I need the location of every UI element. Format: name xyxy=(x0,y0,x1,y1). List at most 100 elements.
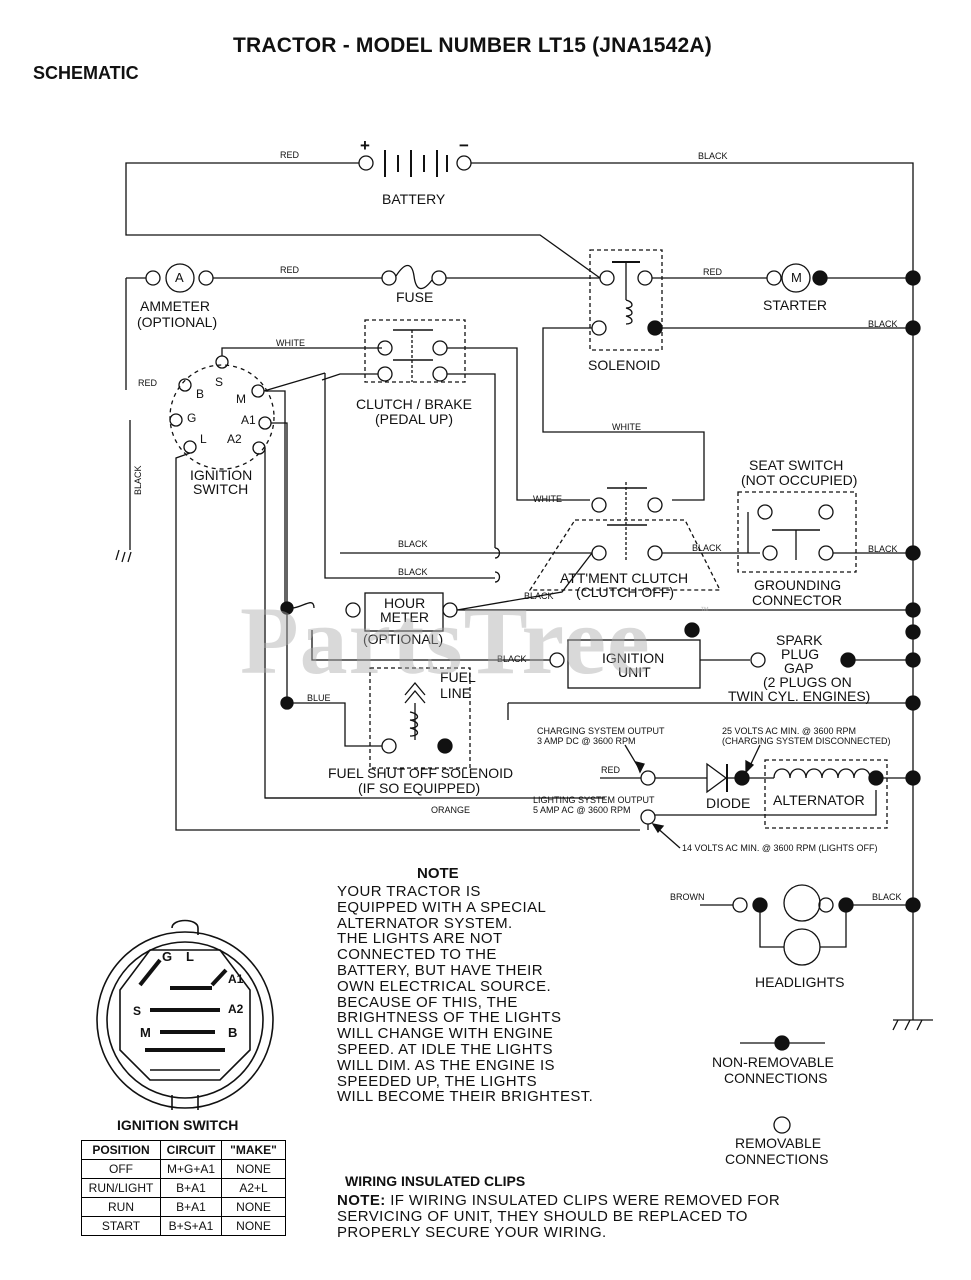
right-rail-junctions xyxy=(905,270,921,913)
non-removable-label: NON-REMOVABLE xyxy=(712,1054,834,1070)
face-letter-b: B xyxy=(228,1025,238,1040)
hour-meter-label-2: METER xyxy=(380,609,429,625)
face-letter-a2: A2 xyxy=(228,1002,244,1016)
note-line: BRIGHTNESS OF THE LIGHTS xyxy=(337,1009,562,1027)
note-line: THE LIGHTS ARE NOT xyxy=(337,930,503,948)
fuse-terminal-left xyxy=(381,270,397,286)
switch-terminal-g: G xyxy=(187,411,197,425)
clips-note-line-1: NOTE: IF WIRING INSULATED CLIPS WERE REM… xyxy=(337,1193,780,1209)
face-letter-m: M xyxy=(140,1025,151,1040)
ammeter-terminal-right xyxy=(198,270,214,286)
removable-label-2: CONNECTIONS xyxy=(725,1151,829,1167)
table-cell: B+A1 xyxy=(160,1197,222,1217)
switch-terminal-s: S xyxy=(215,375,224,389)
spark-plug-label-3: GAP xyxy=(784,660,814,676)
diode-symbol xyxy=(706,762,728,794)
watermark-trademark: ™ xyxy=(700,605,709,615)
ignition-unit-label-2: UNIT xyxy=(618,664,651,680)
ignition-switch-face xyxy=(96,919,274,1110)
ignition-unit-box xyxy=(567,639,701,689)
wire-label: RED xyxy=(138,378,158,388)
battery-symbol xyxy=(358,150,472,177)
table-cell: B+S+A1 xyxy=(160,1216,222,1236)
table-row: START B+S+A1 NONE xyxy=(81,1216,286,1236)
ignition-switch-label-2: SWITCH xyxy=(193,481,249,497)
battery-plus-label: + xyxy=(360,136,370,155)
spark-plug-label-2: PLUG xyxy=(781,646,820,662)
attachment-clutch-state-label: (CLUTCH OFF) xyxy=(576,584,674,600)
removable-symbol xyxy=(773,1116,791,1134)
switch-terminal-b: B xyxy=(196,387,205,401)
table-header-row: POSITION CIRCUIT "MAKE" xyxy=(81,1140,286,1160)
spark-plug-label-5: TWIN CYL. ENGINES) xyxy=(728,688,871,704)
switch-terminal-m: M xyxy=(236,392,246,406)
headlight-lower-symbol xyxy=(783,928,821,966)
table-header: "MAKE" xyxy=(221,1140,286,1160)
grounding-connector-label: GROUNDING xyxy=(754,577,842,593)
ammeter-terminal-left xyxy=(145,270,161,286)
table-row: RUN B+A1 NONE xyxy=(81,1197,286,1217)
switch-terminal-a1: A1 xyxy=(241,413,256,427)
wire-label: BLACK xyxy=(497,654,527,664)
non-removable-label-2: CONNECTIONS xyxy=(724,1070,828,1086)
switch-terminal-a2: A2 xyxy=(227,432,242,446)
table-cell: B+A1 xyxy=(160,1178,222,1198)
lighting-output-label: LIGHTING SYSTEM OUTPUT xyxy=(533,795,655,805)
table-cell: NONE xyxy=(221,1216,286,1236)
ignition-switch-table: POSITION CIRCUIT "MAKE" OFF M+G+A1 NONE … xyxy=(81,1140,286,1236)
table-header: POSITION xyxy=(81,1140,161,1160)
face-letter-g: G xyxy=(162,949,173,964)
wire-label: BLACK xyxy=(698,151,728,161)
wire-label: BLACK xyxy=(868,544,898,554)
ignition-table-caption: IGNITION SWITCH xyxy=(117,1117,239,1133)
attachment-clutch-box xyxy=(528,519,722,591)
ammeter-optional-label: (OPTIONAL) xyxy=(137,314,218,330)
note-line: EQUIPPED WITH A SPECIAL xyxy=(337,898,547,916)
wire-label: BLACK xyxy=(133,465,143,495)
face-letter-a1: A1 xyxy=(228,972,244,986)
fuel-solenoid-optional-label: (IF SO EQUIPPED) xyxy=(358,780,481,796)
face-letter-s: S xyxy=(133,1004,142,1018)
table-cell: NONE xyxy=(221,1159,286,1179)
volts25-label: 25 VOLTS AC MIN. @ 3600 RPM xyxy=(722,726,857,736)
wire-label: RED xyxy=(601,765,621,775)
fuel-solenoid-box xyxy=(369,667,471,769)
note-line: YOUR TRACTOR IS xyxy=(337,883,481,900)
seat-switch-label: SEAT SWITCH xyxy=(749,457,844,473)
alternator-label: ALTERNATOR xyxy=(773,792,865,808)
note-line: WILL CHANGE WITH ENGINE xyxy=(337,1025,554,1043)
volts14-label: 14 VOLTS AC MIN. @ 3600 RPM (LIGHTS OFF) xyxy=(682,843,878,853)
wire-label: BLACK xyxy=(872,892,902,902)
wire-label: WHITE xyxy=(533,494,562,504)
fuse-label: FUSE xyxy=(396,289,434,305)
battery-minus-label: − xyxy=(459,136,469,155)
alternator-coil xyxy=(773,768,871,779)
ammeter-label: AMMETER xyxy=(140,298,210,314)
ignition-switch-label: IGNITION xyxy=(190,467,253,483)
table-cell: A2+L xyxy=(221,1178,286,1198)
solenoid-coil xyxy=(625,299,633,325)
note-line: CONNECTED TO THE xyxy=(337,946,497,964)
seat-switch-box xyxy=(737,491,857,573)
ammeter-symbol-label: A xyxy=(175,270,184,285)
solenoid-box xyxy=(589,249,663,351)
ammeter-symbol xyxy=(165,263,195,293)
grounding-connector-label-2: CONNECTOR xyxy=(752,592,842,608)
note-line: WILL BECOME THEIR BRIGHTEST. xyxy=(337,1088,594,1106)
clutch-brake-state-label: (PEDAL UP) xyxy=(375,411,454,427)
charging-output-label: CHARGING SYSTEM OUTPUT xyxy=(537,726,665,736)
table-header: CIRCUIT xyxy=(160,1140,222,1160)
seat-switch-state-label: (NOT OCCUPIED) xyxy=(741,472,858,488)
fuel-line-symbol xyxy=(404,681,426,704)
attachment-clutch-label: ATT'MENT CLUTCH xyxy=(560,570,689,586)
clips-note-line-3: PROPERLY SECURE YOUR WIRING. xyxy=(337,1224,607,1241)
face-letter-l: L xyxy=(186,949,194,964)
fuel-line-label: FUEL xyxy=(440,669,476,685)
starter-symbol-label: M xyxy=(791,270,802,285)
wire-label: RED xyxy=(703,267,723,277)
starter-label: STARTER xyxy=(763,297,828,313)
table-row: RUN/LIGHT B+A1 A2+L xyxy=(81,1178,286,1198)
table-cell: M+G+A1 xyxy=(160,1159,222,1179)
wire-label: BLACK xyxy=(524,591,554,601)
note-line: OWN ELECTRICAL SOURCE. xyxy=(337,977,552,995)
